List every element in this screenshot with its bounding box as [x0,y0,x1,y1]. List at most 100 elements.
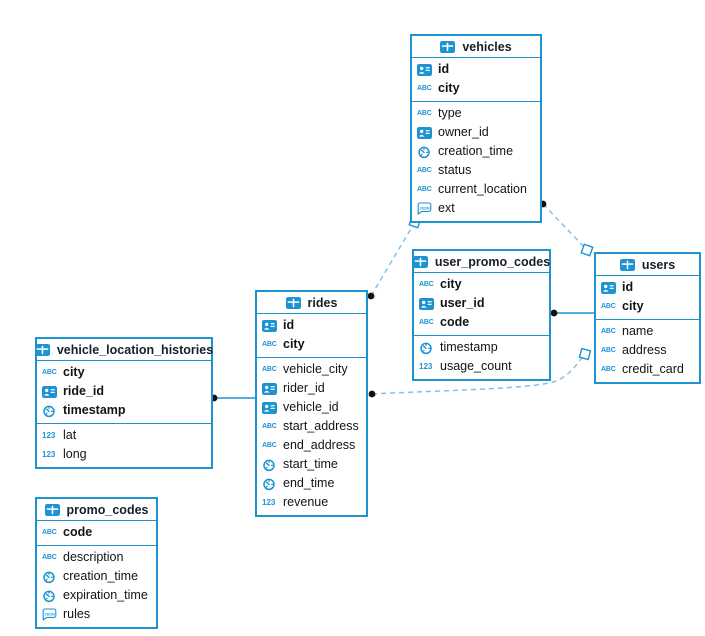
table-name: vehicle_location_histories [56,342,214,357]
table-icon [34,343,53,356]
abc-icon: ABC [601,328,616,335]
column-row: ABC code [37,523,156,542]
column-label: city [438,81,460,96]
column-label: address [622,343,667,358]
id-icon [419,297,437,310]
column-row: ABC status [412,161,540,180]
abc-icon: ABC [417,167,432,174]
abc-icon: ABC [42,554,57,561]
table-header: rides [257,292,366,314]
column-label: timestamp [440,340,498,355]
abc-icon: ABC [262,442,277,449]
column-row: 123 revenue [257,493,366,512]
column-label: description [63,550,124,565]
column-label: ride_id [63,384,104,399]
column-label: owner_id [438,125,489,140]
column-row: start_time [257,455,366,474]
table-header: promo_codes [37,499,156,521]
column-label: creation_time [63,569,139,584]
columns-section: ABC description creation_time expiration_ti… [37,546,156,627]
column-row: expiration_time [37,586,156,605]
table-icon [440,40,458,53]
abc-icon: ABC [262,366,277,373]
column-label: code [63,525,93,540]
column-row: id [257,316,366,335]
abc-icon: ABC [262,341,277,348]
column-label: start_time [283,457,338,472]
id-icon [262,401,280,414]
clock-icon [417,145,435,159]
table-icon [412,255,431,268]
column-label: name [622,324,654,339]
column-label: vehicle_id [283,400,339,415]
id-icon [42,385,60,398]
n123-icon: 123 [42,430,56,440]
n123-icon: 123 [262,497,276,507]
n123-icon: 123 [42,449,56,459]
column-row: ride_id [37,382,211,401]
column-row: rider_id [257,379,366,398]
column-label: timestamp [63,403,126,418]
column-label: credit_card [622,362,684,377]
abc-icon: ABC [417,186,432,193]
id-icon [262,319,280,332]
column-row: creation_time [37,567,156,586]
relationship-square-marker [578,347,592,361]
table-icon [285,296,304,309]
id-icon [601,281,619,294]
abc-icon: ABC [417,110,432,117]
column-label: id [283,318,295,333]
json-icon: JSON [42,608,60,621]
column-label: current_location [438,182,527,197]
id-icon [417,63,435,76]
column-row: ABC name [596,322,699,341]
table-name: rides [307,295,338,310]
abc-icon: ABC [419,281,434,288]
column-label: lat [63,428,77,443]
abc-icon: ABC [42,529,57,536]
column-row: vehicle_id [257,398,366,417]
svg-text:JSON: JSON [44,613,55,617]
column-row: id [596,278,699,297]
relationship-line-rides-vehicles [370,221,416,297]
column-label: rules [63,607,91,622]
abc-icon: ABC [419,319,434,326]
column-row: id [412,60,540,79]
column-label: end_time [283,476,335,491]
table-header: users [596,254,699,276]
column-row: JSON rules [37,605,156,624]
column-row: user_id [414,294,549,313]
table-header: vehicles [412,36,540,58]
column-label: revenue [283,495,329,510]
column-label: city [622,299,644,314]
table-header: vehicle_location_histories [34,339,214,361]
column-label: status [438,163,472,178]
svg-text:JSON: JSON [419,207,430,211]
clock-icon [42,570,60,584]
